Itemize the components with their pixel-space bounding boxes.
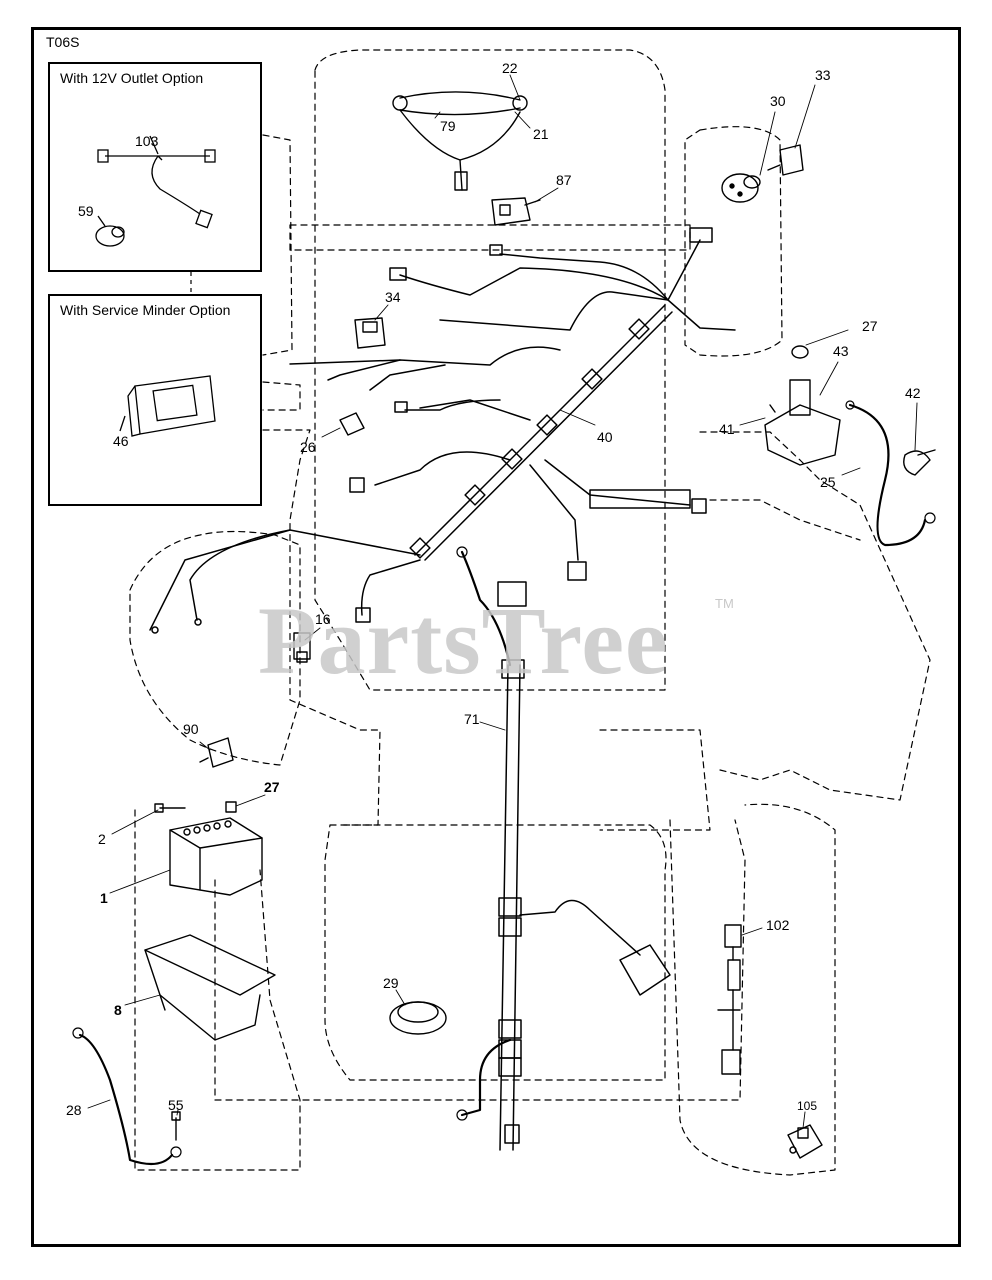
bolt-55 (171, 1111, 181, 1141)
service-minder-title: With Service Minder Option (60, 302, 231, 318)
solenoid-assembly-43 (764, 345, 841, 466)
watermark: PartsTree (258, 587, 669, 694)
trademark: TM (715, 596, 734, 611)
headlight-harness-22-79-21 (392, 91, 528, 191)
boot-42 (903, 449, 936, 476)
part-105 (787, 1124, 823, 1159)
callout-27-top: 27 (862, 318, 878, 334)
battery-tray-8 (144, 934, 276, 1041)
callout-43: 43 (833, 343, 849, 359)
callout-55: 55 (168, 1097, 184, 1113)
callout-2: 2 (98, 831, 106, 847)
leader-lines (87, 74, 918, 1129)
cable-25 (845, 400, 936, 547)
fuse-26 (339, 412, 365, 436)
outlet-option-title: With 12V Outlet Option (60, 70, 204, 86)
callout-41: 41 (719, 421, 735, 437)
part-90 (199, 737, 234, 768)
relay-87 (491, 197, 541, 226)
ignition-switch-30 (721, 173, 761, 203)
callout-33: 33 (815, 67, 831, 83)
harness-71 (456, 546, 671, 1151)
callout-87: 87 (556, 172, 572, 188)
callout-40: 40 (597, 429, 613, 445)
callout-27-battery: 27 (264, 779, 280, 795)
cable-28 (72, 1027, 182, 1166)
callout-71: 71 (464, 711, 480, 727)
main-harness-40 (149, 227, 736, 634)
switch-34 (354, 317, 386, 349)
service-minder-inset: With Service Minder Option 46 (48, 294, 262, 506)
callout-21: 21 (533, 126, 549, 142)
callout-90: 90 (183, 721, 199, 737)
callout-8: 8 (114, 1002, 122, 1018)
callout-25: 25 (820, 474, 836, 490)
nut-27 (225, 801, 237, 813)
outlet-harness-103 (95, 135, 216, 247)
callout-105: 105 (797, 1099, 818, 1113)
callout-29: 29 (383, 975, 399, 991)
diagram-id-label: T06S (46, 34, 80, 50)
callout-34: 34 (385, 289, 401, 305)
outlet-option-inset: With 12V Outlet Option 103 59 (48, 62, 262, 272)
connector-16 (293, 632, 311, 663)
callout-42: 42 (905, 385, 921, 401)
battery-1 (169, 817, 263, 896)
callout-16: 16 (315, 611, 331, 627)
diagram-frame (31, 27, 961, 1247)
inset-connector (190, 272, 192, 294)
callout-26: 26 (300, 439, 316, 455)
callout-46: 46 (113, 433, 129, 449)
service-minder-46 (119, 375, 216, 437)
callout-59: 59 (78, 203, 94, 219)
callout-102: 102 (766, 917, 790, 933)
callout-1: 1 (100, 890, 108, 906)
callout-22: 22 (502, 60, 518, 76)
tractor-outline-dashed (129, 49, 931, 1176)
bolt-2 (154, 803, 186, 813)
grommet-29 (389, 1001, 447, 1035)
callout-30: 30 (770, 93, 786, 109)
callout-103: 103 (135, 133, 159, 149)
callout-79: 79 (440, 118, 456, 134)
key-33 (767, 144, 804, 176)
lead-102 (717, 924, 742, 1075)
callout-28: 28 (66, 1102, 82, 1118)
